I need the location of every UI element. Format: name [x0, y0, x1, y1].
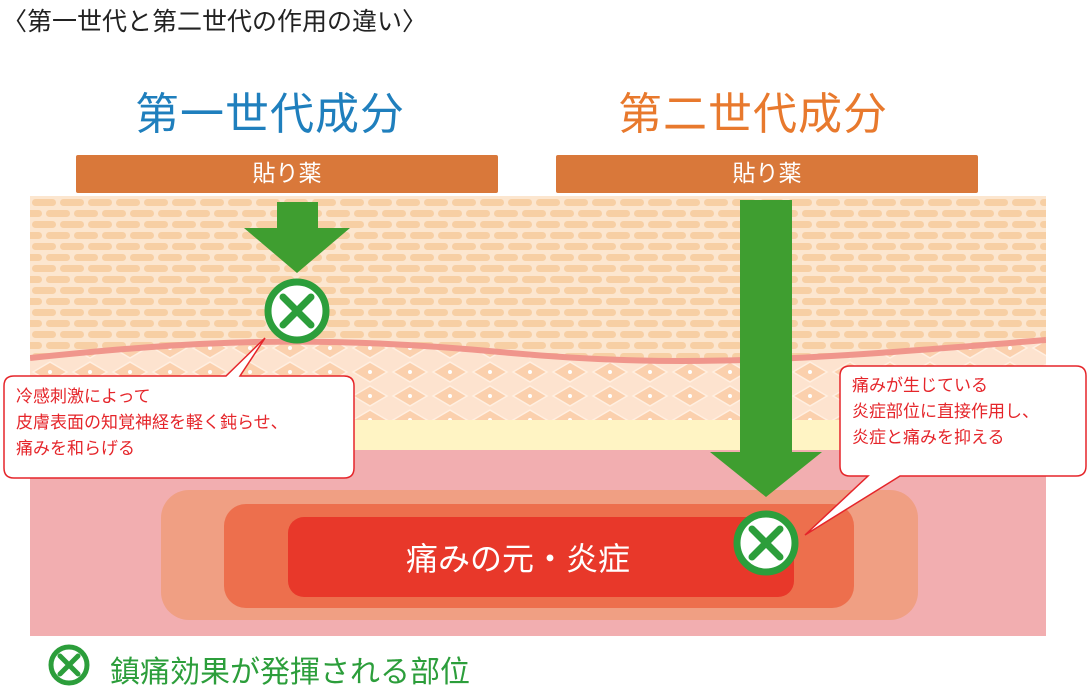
callout-gen2-line: 炎症部位に直接作用し、 — [852, 402, 1039, 422]
effect-mark-gen1 — [264, 278, 330, 344]
inflammation-core — [288, 517, 794, 597]
pain-source-label: 痛みの元・炎症 — [406, 540, 631, 578]
callout-gen2-line: 炎症と痛みを抑える — [852, 428, 1005, 448]
generation-2-title: 第二世代成分 — [618, 89, 888, 140]
x-circle-icon — [48, 644, 90, 686]
legend-text: 鎮痛効果が発揮される部位 — [110, 655, 470, 690]
callout-gen1-line: 冷感刺激によって — [16, 387, 151, 407]
generation-1-title: 第一世代成分 — [135, 89, 405, 140]
callout-bubble-gen1 — [3, 337, 355, 479]
patch-gen1: 貼り薬 — [76, 155, 498, 193]
nerve-line — [30, 337, 1046, 364]
epidermis-layer — [30, 196, 1046, 358]
effect-mark-gen2 — [733, 510, 799, 576]
callout-bubble-gen2 — [804, 365, 1087, 536]
callout-text-gen2: 痛みが生じている 炎症部位に直接作用し、 炎症と痛みを抑える — [852, 373, 1039, 451]
page-title: 〈第一世代と第二世代の作用の違い〉 — [2, 7, 428, 36]
penetration-arrow-gen2 — [710, 200, 822, 497]
callout-text-gen1: 冷感刺激によって 皮膚表面の知覚神経を軽く鈍らせ、 痛みを和らげる — [16, 384, 288, 462]
callout-gen1-line: 痛みを和らげる — [16, 439, 135, 459]
penetration-arrow-gen1 — [244, 202, 350, 273]
callout-gen1-line: 皮膚表面の知覚神経を軽く鈍らせ、 — [16, 413, 288, 433]
callout-gen2-line: 痛みが生じている — [852, 376, 988, 396]
patch-gen2: 貼り薬 — [556, 155, 978, 193]
